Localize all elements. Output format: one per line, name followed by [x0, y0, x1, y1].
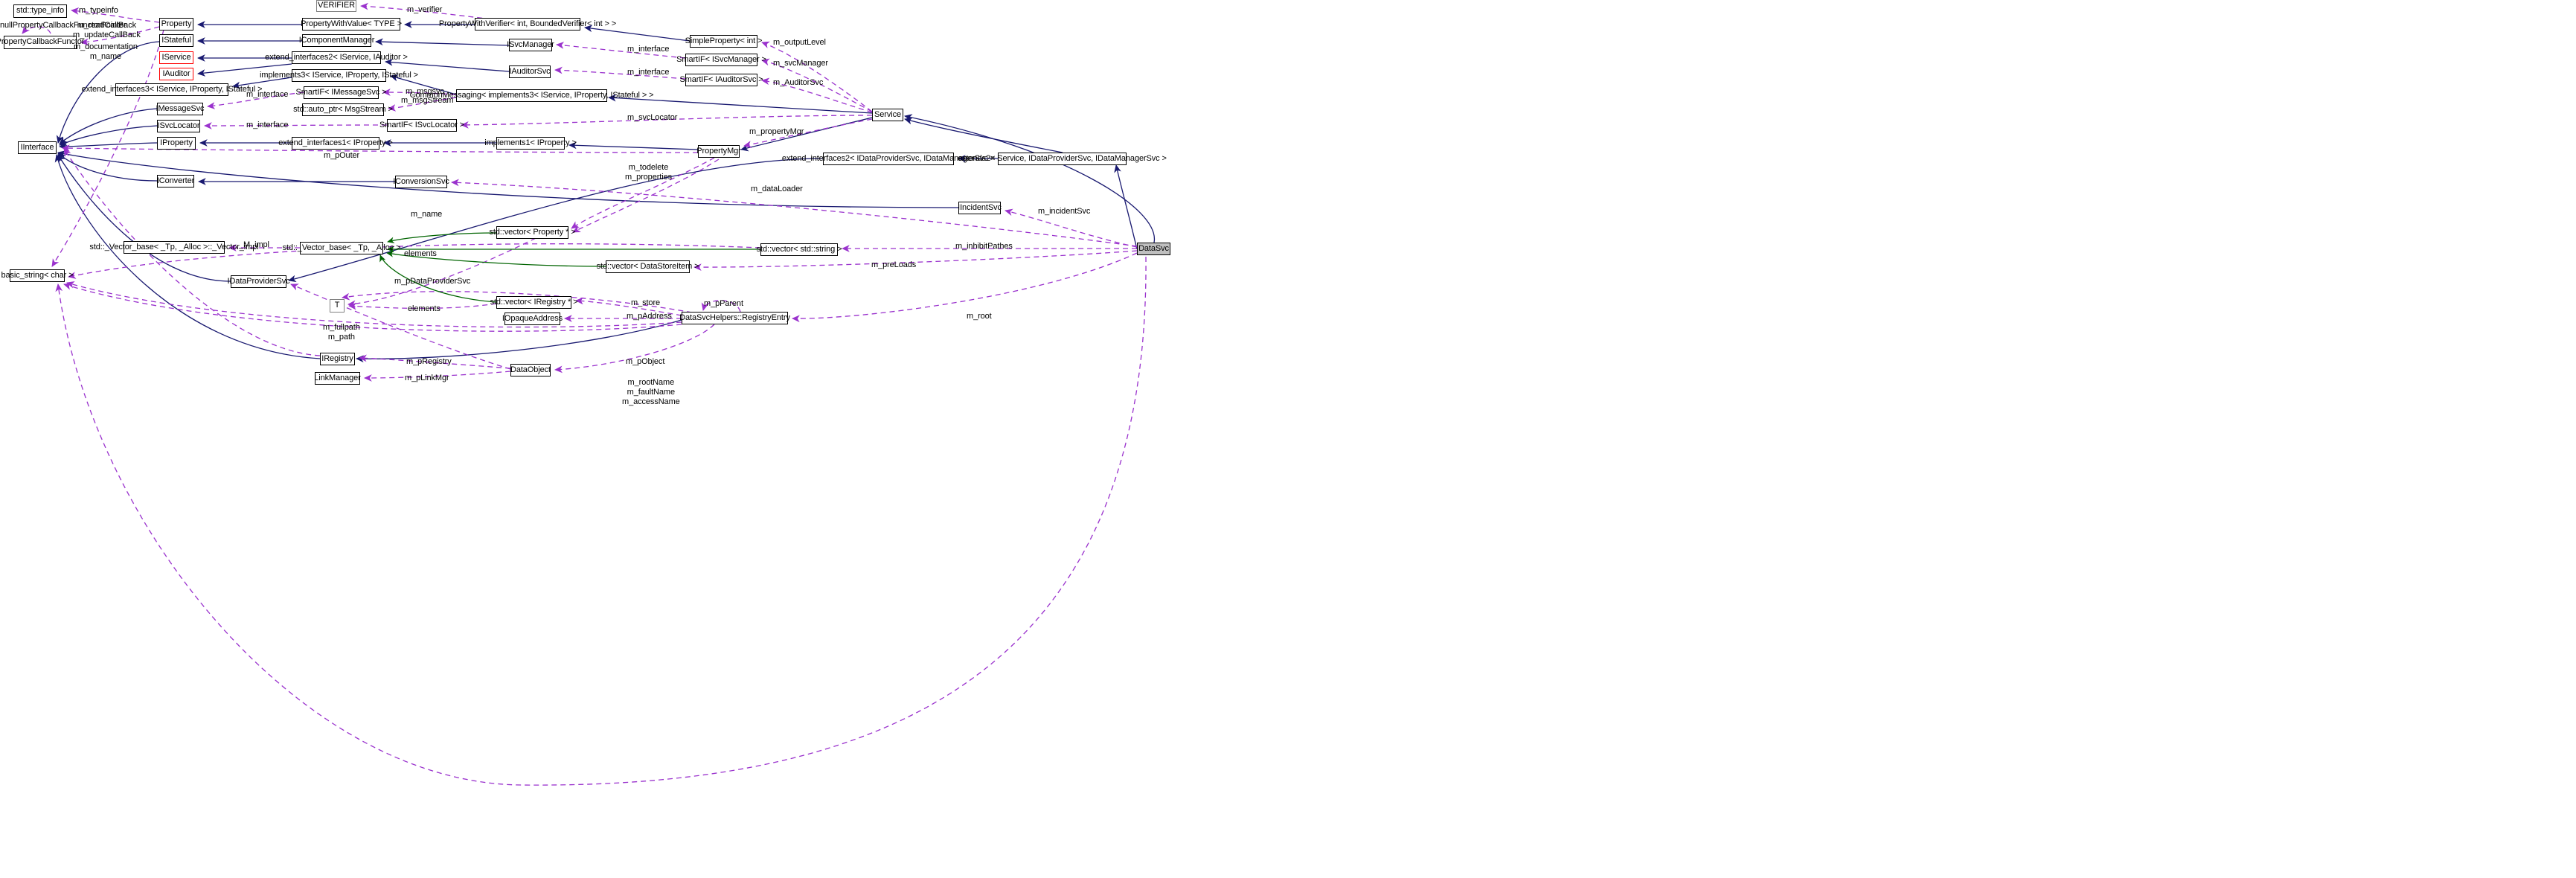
class-node-iproperty[interactable]: IProperty	[157, 137, 196, 150]
class-node-iconverter[interactable]: IConverter	[157, 175, 194, 188]
class-node-implements3_spi[interactable]: implements3< IService, IProperty, IState…	[260, 69, 418, 82]
edge-label-l_m_pregistry: m_pRegistry	[406, 357, 452, 366]
class-node-std_vector_property_ptr[interactable]: std::vector< Property * >	[489, 226, 576, 239]
edge-label-l_m_typeinfo: m_typeinfo	[79, 6, 118, 15]
class-node-isvcmanager[interactable]: ISvcManager	[507, 39, 554, 51]
class-node-t_node[interactable]: T	[330, 299, 345, 313]
edge-label-l_m_inhibitpathes: m_inhibitPathes	[955, 242, 1013, 251]
class-node-iauditor[interactable]: IAuditor	[159, 68, 193, 80]
class-node-std_vector_string[interactable]: std::vector< std::string >	[757, 243, 842, 256]
class-node-datasvchelpers_registryentry[interactable]: DataSvcHelpers::RegistryEntry	[679, 312, 790, 324]
edge-label-l_elements_1: elements	[404, 249, 437, 258]
class-node-std_vector_iregistry_ptr[interactable]: std::vector< IRegistry * >	[490, 296, 578, 309]
class-node-idataprovidersvc[interactable]: IDataProviderSvc	[228, 275, 290, 288]
class-node-extend_interfaces3_spi[interactable]: extend_interfaces3< IService, IProperty,…	[82, 83, 263, 96]
edge-label-l_m_interface_3: m_interface	[246, 90, 289, 99]
class-node-std_type_info[interactable]: std::type_info	[13, 4, 67, 18]
class-node-simple_property_int[interactable]: SimpleProperty< int >	[685, 35, 762, 48]
edge-label-l_m_pdataprovidersvc: m_pDataProviderSvc	[394, 277, 471, 286]
class-node-common_messaging[interactable]: CommonMessaging< implements3< IService, …	[410, 89, 654, 102]
edge-label-l_m_root: m_root	[967, 312, 992, 321]
class-node-property_with_verifier[interactable]: PropertyWithVerifier< int, BoundedVerifi…	[439, 18, 616, 31]
edge-label-l_m_name: m_name	[411, 210, 443, 219]
edge-label-l_m_incidentsvc: m_incidentSvc	[1038, 207, 1091, 216]
edge-label-l_m_svcmanager: m_svcManager	[773, 59, 828, 68]
class-node-iauditorsvc[interactable]: IAuditorSvc	[509, 65, 551, 78]
class-node-property[interactable]: Property	[159, 18, 193, 31]
class-node-vector_base_impl[interactable]: std::_Vector_base< _Tp, _Alloc >::_Vecto…	[89, 241, 259, 254]
class-node-smartif_iauditorsvc[interactable]: SmartIF< IAuditorSvc >	[679, 74, 763, 86]
class-node-isvclocator[interactable]: ISvcLocator	[157, 120, 200, 132]
class-node-iincidentsvc[interactable]: IIncidentSvc	[958, 202, 1002, 214]
class-node-vector_base[interactable]: std::_Vector_base< _Tp, _Alloc >	[283, 242, 401, 254]
class-node-datasvc[interactable]: DataSvc	[1137, 243, 1170, 255]
class-node-iservice[interactable]: IService	[159, 51, 193, 64]
edge-label-l_m_outputlevel: m_outputLevel	[773, 38, 826, 47]
edge-label-l_elements_2: elements	[408, 304, 440, 313]
edge-label-l_m_store: m_store	[631, 298, 661, 307]
edge-label-l_m_msgsvc: m_msgsvc	[406, 87, 444, 96]
edge-label-l_m_impl: _M_impl	[239, 240, 269, 249]
edge-label-l_m_preloads: m_preLoads	[871, 260, 917, 269]
class-node-smartif_imessagesvc[interactable]: SmartIF< IMessageSvc >	[296, 86, 387, 99]
class-node-propertymgr[interactable]: PropertyMgr	[696, 145, 741, 158]
class-node-property_callback_functor[interactable]: PropertyCallbackFunctor	[0, 36, 84, 49]
class-node-iregistry[interactable]: IRegistry	[320, 353, 355, 365]
edge-label-l_m_interface_1: m_interface	[627, 45, 670, 54]
class-node-iinterface[interactable]: IInterface	[18, 141, 57, 154]
edge-label-l_m_pouter: m_pOuter	[324, 151, 360, 160]
edge-label-l_m_dataloader: m_dataLoader	[751, 185, 803, 193]
edge-label-l_m_svclocator: m_svcLocator	[627, 113, 678, 122]
edge-label-l_nullptr_cb: nullPropertyCallbackFunctorPointer	[0, 21, 126, 30]
class-node-implements1_p[interactable]: implements1< IProperty >	[484, 137, 577, 150]
class-node-service[interactable]: Service	[872, 109, 903, 121]
class-node-imessagesvc[interactable]: IMessageSvc	[156, 103, 205, 115]
edge-label-l_m_plinkmgr: m_pLinkMgr	[405, 374, 449, 382]
class-node-smartif_isvcmanager[interactable]: SmartIF< ISvcManager >	[676, 54, 766, 66]
edge-label-l_m_interface_2: m_interface	[627, 68, 670, 77]
edge-label-l_m_auditorsvc: m_AuditorSvc	[773, 78, 824, 87]
edge-label-l_m_paddress: m_pAddress	[627, 312, 672, 321]
class-node-extend_interfaces2_dpm[interactable]: extend_interfaces2< IDataProviderSvc, ID…	[782, 153, 995, 165]
class-node-smartif_isvclocator[interactable]: SmartIF< ISvcLocator >	[379, 119, 464, 132]
class-node-dataobject[interactable]: DataObject	[510, 364, 551, 376]
class-node-linkmanager[interactable]: LinkManager	[314, 372, 361, 385]
class-node-property_with_value[interactable]: PropertyWithValue< TYPE >	[301, 18, 402, 31]
class-node-basic_string_char[interactable]: basic_string< char >	[1, 269, 74, 282]
edge-label-l_m_verifier: m_verifier	[407, 5, 443, 14]
class-node-icomponentmanager[interactable]: IComponentManager	[299, 34, 374, 47]
class-node-istateful[interactable]: IStateful	[159, 34, 193, 47]
class-node-extend_interfaces2_sa[interactable]: extend_interfaces2< IService, IAuditor >	[265, 51, 408, 64]
edge-label-l_m_pparent: m_pParent	[704, 299, 743, 308]
edge-label-l_m_pobject: m_pObject	[626, 357, 665, 366]
class-node-verifier[interactable]: VERIFIER	[316, 0, 356, 12]
class-node-extends2_sdm[interactable]: extends2< Service, IDataProviderSvc, IDa…	[958, 153, 1167, 165]
edge-label-l_m_interface_4: m_interface	[246, 121, 289, 129]
edge-label-l_m_propertymgr: m_propertyMgr	[749, 127, 804, 136]
class-node-iopaqueaddress[interactable]: IOpaqueAddress	[502, 313, 563, 325]
class-node-extend_interfaces1_p[interactable]: extend_interfaces1< IProperty >	[278, 137, 393, 150]
class-node-std_vector_datastoreitem[interactable]: std::vector< DataStoreItem >	[597, 260, 699, 273]
class-node-std_auto_ptr_msgstream[interactable]: std::auto_ptr< MsgStream >	[293, 103, 393, 116]
edge-label-l_m_msgstream: m_msgStream	[401, 96, 454, 105]
class-node-iconversionsvc[interactable]: IConversionSvc	[393, 176, 449, 188]
